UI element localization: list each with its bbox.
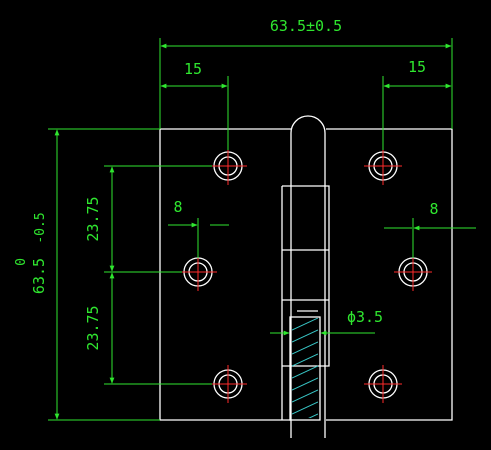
pin-hatch: [292, 318, 318, 418]
hole-left-top: [209, 147, 247, 185]
overall-height-label: 63.5: [30, 258, 48, 294]
hole-left-middle: [179, 253, 217, 291]
right-hole-distance-label: 15: [408, 58, 426, 76]
hole-spacing-top-label: 23.75: [84, 196, 102, 241]
left-hole-distance-label: 15: [184, 60, 202, 78]
overall-width-label: 63.5±0.5: [270, 17, 342, 35]
knuckle-segments: [281, 185, 330, 420]
hinge-outline: [159, 115, 453, 438]
height-tolerance-lower: -0.5: [33, 212, 48, 243]
left-offset-label: 8: [173, 198, 182, 216]
right-leaf: [326, 128, 453, 421]
hole-right-top: [364, 147, 402, 185]
hole-right-middle: [394, 253, 432, 291]
hole-right-bottom: [364, 365, 402, 403]
dimension-labels: 63.5±0.5 15 15 8 8 ϕ3.5 23.75 23.75 63.5…: [14, 17, 439, 351]
pin-section: [289, 316, 321, 421]
hole-left-bottom: [209, 365, 247, 403]
hole-spacing-bottom-label: 23.75: [84, 305, 102, 350]
pin-diameter-label: ϕ3.5: [347, 308, 383, 326]
right-offset-label: 8: [429, 200, 438, 218]
height-tolerance-upper: 0: [14, 258, 29, 266]
knuckle-barrel: [290, 115, 326, 438]
left-leaf: [159, 128, 291, 421]
dimension-lines: [48, 38, 476, 421]
